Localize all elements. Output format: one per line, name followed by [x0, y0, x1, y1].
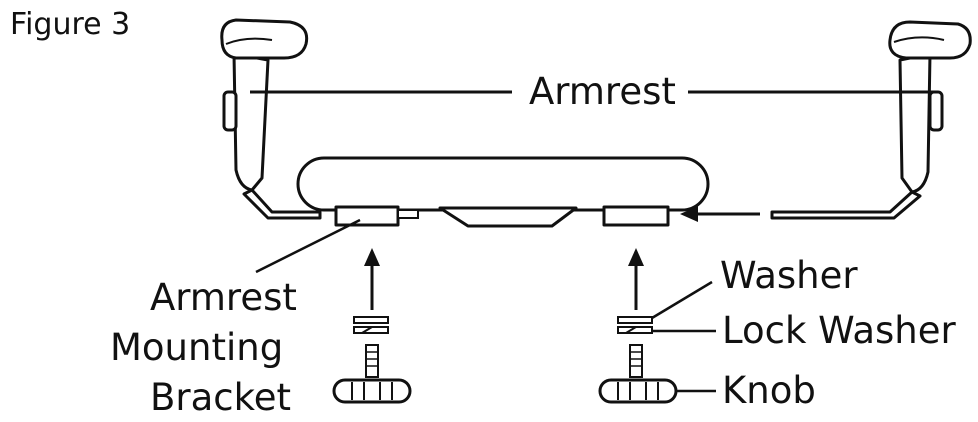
washer-part: [617, 316, 653, 324]
figure-label: Figure 3: [10, 7, 130, 42]
lock-washer-label: Lock Washer: [722, 309, 957, 352]
armrest-label: Armrest: [529, 70, 676, 113]
right-mounting-bracket: [602, 205, 670, 227]
knob-part: [598, 378, 678, 404]
seat-pan: [296, 156, 710, 228]
left-hardware: [332, 248, 412, 404]
knob-label: Knob: [722, 369, 816, 412]
bracket-label-line3: Bracket: [150, 376, 291, 419]
bracket-label-line2: Mounting: [110, 326, 283, 369]
insertion-arrow: [680, 206, 760, 222]
left-armrest: [220, 18, 322, 220]
washer-leader: [651, 280, 713, 320]
right-armrest: [770, 20, 972, 220]
bracket-leader: [255, 218, 361, 274]
washer-label: Washer: [720, 254, 858, 297]
bracket-label-line1: Armrest: [150, 276, 297, 319]
right-hardware: [598, 248, 678, 404]
left-mounting-bracket: [334, 205, 419, 227]
